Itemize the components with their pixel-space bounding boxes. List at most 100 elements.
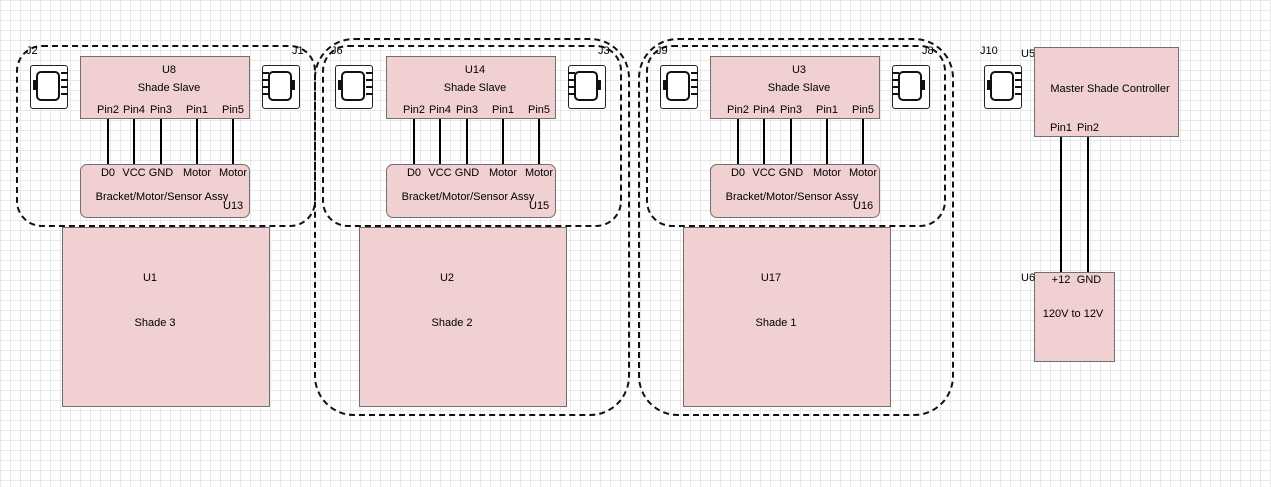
wire — [763, 119, 765, 164]
psu-pin-label: GND — [1076, 274, 1102, 286]
slave-pin-label: Pin4 — [122, 104, 146, 116]
group-outline — [638, 38, 954, 416]
assy-pin-label: GND — [778, 167, 804, 179]
bracket-assy-box — [710, 164, 880, 218]
slave-ref: U14 — [464, 64, 486, 76]
shade-box — [359, 227, 567, 407]
assy-pin-label: VCC — [428, 167, 452, 179]
assy-pin-label: Motor — [524, 167, 554, 179]
psu-title: 120V to 12V — [1042, 308, 1104, 320]
rj-jack-icon — [262, 65, 300, 109]
jack-label: J1 — [292, 45, 304, 57]
wire — [790, 119, 792, 164]
assy-ref: U13 — [223, 200, 244, 212]
slave-pin-label: Pin1 — [185, 104, 209, 116]
shade-slave-box — [710, 56, 880, 119]
wire — [232, 119, 234, 164]
assy-pin-label: D0 — [730, 167, 746, 179]
rj-jack-icon — [892, 65, 930, 109]
slave-pin-label: Pin1 — [491, 104, 515, 116]
slave-pin-label: Pin5 — [221, 104, 245, 116]
slave-ref: U8 — [161, 64, 177, 76]
master-pin-label: Pin2 — [1076, 122, 1100, 134]
group-outline — [314, 38, 630, 416]
slave-pin-label: Pin3 — [455, 104, 479, 116]
shade-ref: U17 — [760, 272, 782, 284]
wire — [538, 119, 540, 164]
shade-box — [683, 227, 891, 407]
jack-label: J9 — [656, 45, 668, 57]
slave-title: Shade Slave — [443, 82, 507, 94]
assy-ref: U15 — [529, 200, 550, 212]
rj-jack-icon — [984, 65, 1022, 109]
assy-title: Bracket/Motor/Sensor Assy — [95, 191, 229, 203]
power-supply-box — [1034, 272, 1115, 362]
shade-slave-box — [80, 56, 250, 119]
assy-title: Bracket/Motor/Sensor Assy — [725, 191, 859, 203]
master-ref: U5 — [1021, 48, 1036, 60]
bracket-assy-box — [80, 164, 250, 218]
wire — [133, 119, 135, 164]
assy-pin-label: Motor — [812, 167, 842, 179]
slave-ref: U3 — [791, 64, 807, 76]
slave-pin-label: Pin5 — [527, 104, 551, 116]
assy-pin-label: GND — [454, 167, 480, 179]
assy-pin-label: Motor — [848, 167, 878, 179]
jack-label: J10 — [980, 45, 998, 57]
jack-label: J3 — [598, 45, 610, 57]
slave-pin-label: Pin2 — [96, 104, 120, 116]
slave-pin-label: Pin4 — [752, 104, 776, 116]
slave-pin-label: Pin5 — [851, 104, 875, 116]
slave-pin-label: Pin2 — [402, 104, 426, 116]
assy-title: Bracket/Motor/Sensor Assy — [401, 191, 535, 203]
shade-ref: U2 — [439, 272, 455, 284]
assy-pin-label: GND — [148, 167, 174, 179]
shade-ref: U1 — [142, 272, 158, 284]
jack-label: J8 — [922, 45, 934, 57]
psu-pin-label: +12 — [1051, 274, 1071, 286]
slave-title: Shade Slave — [137, 82, 201, 94]
assy-ref: U16 — [853, 200, 874, 212]
shade-title: Shade 3 — [134, 317, 176, 329]
rj-jack-icon — [568, 65, 606, 109]
jack-label: J6 — [331, 45, 343, 57]
psu-ref: U6 — [1021, 272, 1036, 284]
module-outline — [646, 45, 946, 227]
assy-pin-label: Motor — [488, 167, 518, 179]
master-pin-label: Pin1 — [1049, 122, 1073, 134]
assy-pin-label: Motor — [182, 167, 212, 179]
slave-title: Shade Slave — [767, 82, 831, 94]
assy-pin-label: D0 — [406, 167, 422, 179]
shade-title: Shade 2 — [431, 317, 473, 329]
wire — [196, 119, 198, 164]
wire — [413, 119, 415, 164]
master-title: Master Shade Controller — [1050, 83, 1170, 95]
slave-pin-label: Pin3 — [779, 104, 803, 116]
assy-pin-label: Motor — [218, 167, 248, 179]
wire — [1087, 137, 1089, 272]
master-controller-box — [1034, 47, 1179, 137]
slave-pin-label: Pin3 — [149, 104, 173, 116]
shade-title: Shade 1 — [755, 317, 797, 329]
rj-jack-icon — [335, 65, 373, 109]
slave-pin-label: Pin2 — [726, 104, 750, 116]
rj-jack-icon — [660, 65, 698, 109]
shade-slave-box — [386, 56, 556, 119]
assy-pin-label: VCC — [122, 167, 146, 179]
jack-label: J2 — [26, 45, 38, 57]
wire — [107, 119, 109, 164]
wire — [502, 119, 504, 164]
wire — [160, 119, 162, 164]
shade-box — [62, 227, 270, 407]
wire — [1060, 137, 1062, 272]
wire — [439, 119, 441, 164]
assy-pin-label: D0 — [100, 167, 116, 179]
assy-pin-label: VCC — [752, 167, 776, 179]
module-outline — [322, 45, 622, 227]
slave-pin-label: Pin4 — [428, 104, 452, 116]
wire — [737, 119, 739, 164]
wire — [862, 119, 864, 164]
wire — [826, 119, 828, 164]
wire — [466, 119, 468, 164]
